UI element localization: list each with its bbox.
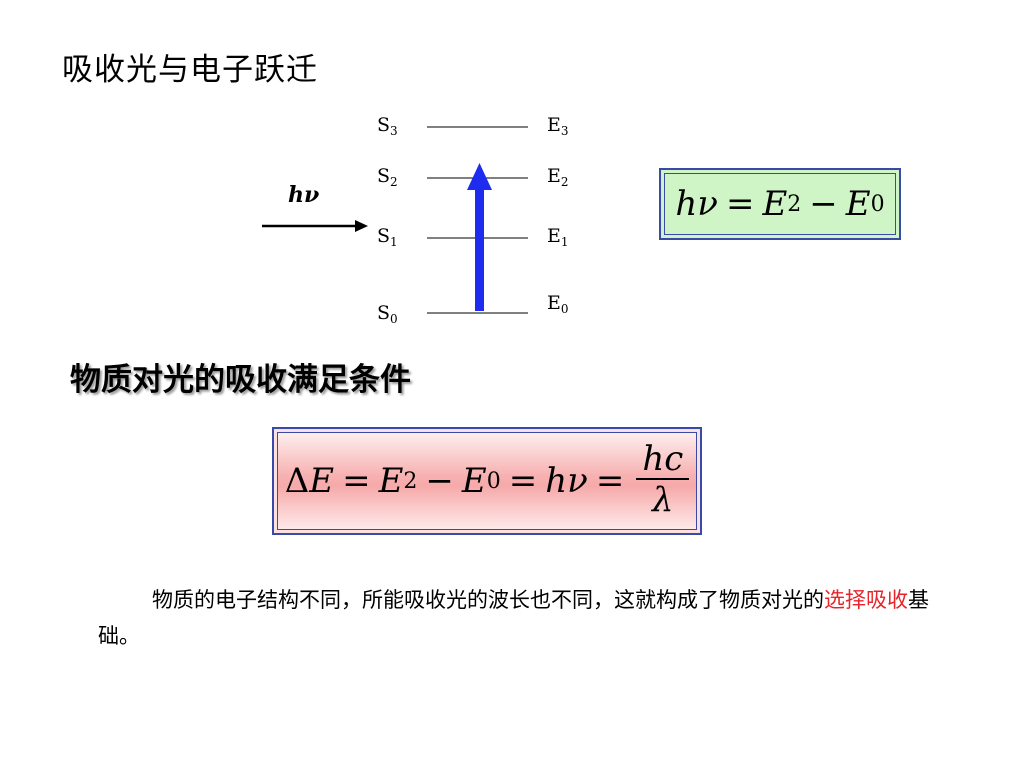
level-label-s1: S1 <box>377 225 398 249</box>
level-label-s3: S3 <box>377 114 398 138</box>
level-label-e2: E2 <box>547 165 569 189</box>
explanation-paragraph: 物质的电子结构不同，所能吸收光的波长也不同，这就构成了物质对光的选择吸收基础。 <box>98 588 929 648</box>
level-label-s0: S0 <box>377 302 398 326</box>
transition-arrow-head <box>467 163 492 190</box>
section-heading: 物质对光的吸收满足条件 <box>70 362 411 398</box>
fraction-hc-over-lambda: hc λ <box>636 440 690 521</box>
highlight-selective-absorption: 选择吸收 <box>824 588 908 612</box>
level-label-e1: E1 <box>547 225 569 249</box>
photon-arrow-head <box>355 220 368 232</box>
transition-arrow-shaft <box>475 185 484 311</box>
level-label-e0: E0 <box>547 292 569 316</box>
level-label-s2: S2 <box>377 165 398 189</box>
level-label-e3: E3 <box>547 114 569 138</box>
page-title: 吸收光与电子跃迁 <box>62 52 318 88</box>
photon-label: hν <box>288 182 320 208</box>
